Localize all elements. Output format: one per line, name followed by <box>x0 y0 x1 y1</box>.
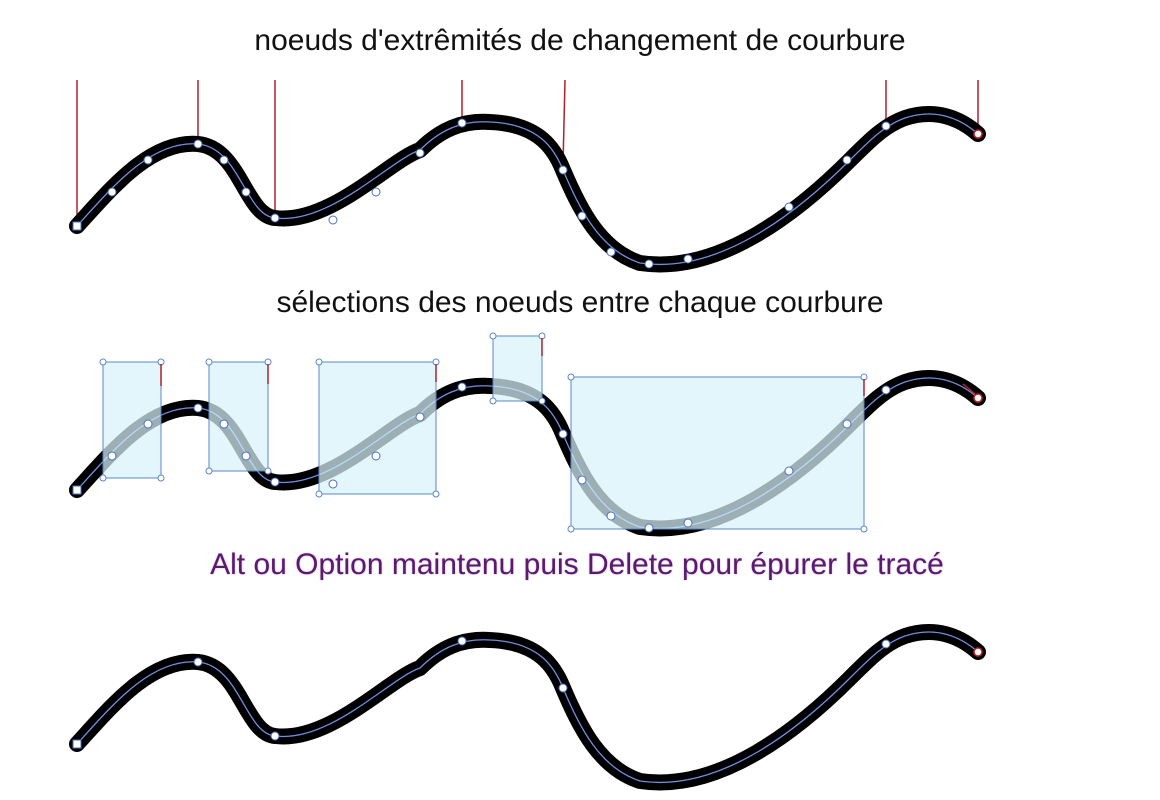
row-2-selected-path <box>69 332 986 537</box>
anchor-point-icon[interactable] <box>193 139 203 149</box>
anchor-point-icon[interactable] <box>107 451 117 461</box>
red-marker-lines <box>76 79 979 218</box>
anchor-point-icon[interactable] <box>328 479 338 489</box>
anchor-point-icon[interactable] <box>241 451 251 461</box>
selection-box-icon[interactable] <box>102 361 162 479</box>
anchor-point-icon[interactable] <box>644 523 654 533</box>
anchor-point-icon[interactable] <box>219 419 229 429</box>
anchor-point-icon[interactable] <box>371 451 381 461</box>
endpoint-square-icon[interactable] <box>72 485 82 495</box>
anchor-point-icon[interactable] <box>270 213 280 223</box>
anchor-point-icon[interactable] <box>644 259 654 269</box>
caption-delete-instruction: Alt ou Option maintenu puis Delete pour … <box>210 548 944 581</box>
direction-marker-icon <box>562 79 566 166</box>
caption-curvature-endpoints: noeuds d'extrêmités de changement de cou… <box>254 24 906 57</box>
anchor-point-icon[interactable] <box>457 382 467 392</box>
path-centerline <box>76 113 979 266</box>
row-1-original-path <box>69 79 986 273</box>
anchor-point-icon[interactable] <box>606 247 616 257</box>
anchor-point-icon[interactable] <box>606 511 616 521</box>
anchor-point-icon[interactable] <box>784 466 794 476</box>
anchor-point-icon[interactable] <box>558 429 568 439</box>
anchor-point-icon[interactable] <box>577 211 587 221</box>
anchor-point-icon[interactable] <box>270 731 280 741</box>
selection-box-icon[interactable] <box>318 361 437 495</box>
anchor-point-icon[interactable] <box>457 636 467 646</box>
selection-box-icon[interactable] <box>208 361 269 472</box>
anchor-point-icon[interactable] <box>842 155 852 165</box>
selection-boxes <box>102 335 865 530</box>
anchor-point-icon[interactable] <box>143 419 153 429</box>
anchor-point-icon[interactable] <box>241 187 251 197</box>
anchor-point-icon[interactable] <box>143 155 153 165</box>
anchor-point-icon[interactable] <box>842 419 852 429</box>
path-centerline <box>76 631 979 784</box>
endpoint-square-icon[interactable] <box>72 739 82 749</box>
anchor-points <box>72 118 983 269</box>
row-3-simplified-path <box>69 624 986 791</box>
anchor-points <box>72 636 983 749</box>
anchor-point-icon[interactable] <box>415 148 425 158</box>
anchor-point-icon[interactable] <box>558 165 568 175</box>
anchor-point-icon[interactable] <box>219 155 229 165</box>
anchor-point-icon[interactable] <box>881 121 891 131</box>
caption-select-nodes: sélections des noeuds entre chaque courb… <box>276 286 884 319</box>
anchor-point-icon[interactable] <box>457 118 467 128</box>
anchor-point-icon[interactable] <box>881 639 891 649</box>
anchor-point-icon[interactable] <box>270 477 280 487</box>
anchor-point-icon[interactable] <box>328 215 338 225</box>
endpoint-square-icon[interactable] <box>72 221 82 231</box>
red-corner-marks <box>160 338 976 396</box>
thick-stroke <box>69 624 986 791</box>
anchor-point-icon[interactable] <box>784 202 794 212</box>
thick-stroke <box>69 106 986 273</box>
anchor-points <box>72 382 983 533</box>
anchor-point-icon[interactable] <box>371 187 381 197</box>
anchor-point-icon[interactable] <box>193 403 203 413</box>
anchor-point-icon[interactable] <box>193 657 203 667</box>
anchor-point-icon[interactable] <box>415 412 425 422</box>
anchor-point-icon[interactable] <box>683 254 693 264</box>
anchor-point-icon[interactable] <box>683 518 693 528</box>
selection-box-icon[interactable] <box>492 335 543 402</box>
selection-box-icon[interactable] <box>570 376 865 530</box>
endpoint-red-icon[interactable] <box>973 647 983 657</box>
anchor-point-icon[interactable] <box>577 475 587 485</box>
endpoint-red-icon[interactable] <box>973 393 983 403</box>
endpoint-red-icon[interactable] <box>973 129 983 139</box>
anchor-point-icon[interactable] <box>558 683 568 693</box>
anchor-point-icon[interactable] <box>881 385 891 395</box>
anchor-point-icon[interactable] <box>107 187 117 197</box>
